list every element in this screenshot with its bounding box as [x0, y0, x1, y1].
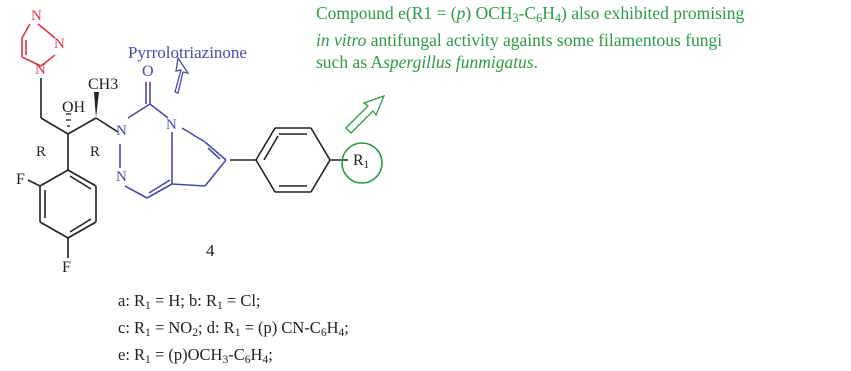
oh-label: OH [62, 99, 86, 116]
note-line-2: in vitro antifungal activity againts som… [316, 30, 723, 51]
stereo-r-right: R [90, 144, 101, 160]
r1-highlight-circle [341, 142, 383, 184]
triazole-n-right: N [54, 36, 65, 52]
oh-hashed-bond [66, 113, 71, 127]
skeleton-bonds [27, 78, 348, 258]
compound-number: 4 [206, 241, 215, 260]
note-line-1: Compound e(R1 = (p) OCH3-C6H4) also exhi… [316, 3, 745, 26]
note-line-3: such as Aspergillus funmigatus. [316, 52, 538, 73]
substituent-line-ab: a: R1 = H; b: R1 = Cl; [118, 291, 261, 312]
triazole-ring [21, 23, 56, 67]
substituent-line-cd: c: R1 = NO2; d: R1 = (p) CN-C6H4; [118, 317, 349, 339]
fluoro-bottom-label: F [62, 259, 71, 276]
triazole-n-top: N [31, 8, 42, 24]
antifungal-note: Compound e(R1 = (p) OCH3-C6H4) also exhi… [316, 2, 851, 73]
r1-label: R1 [353, 152, 370, 171]
ch3-label: CH3 [88, 76, 119, 93]
outline-arrow-blue [174, 56, 190, 94]
stereo-r-left: R [36, 144, 47, 160]
substituent-list: a: R1 = H; b: R1 = Cl; c: R1 = NO2; d: R… [118, 290, 349, 371]
pyrrolotriazinone-core [119, 82, 227, 199]
triazinone-n3: N [116, 169, 127, 185]
outline-arrow-green [345, 94, 386, 134]
carbonyl-o-label: O [142, 63, 154, 80]
methyl-wedge-bond [94, 92, 99, 118]
substituent-line-e: e: R1 = (p)OCH3-C6H4; [118, 344, 273, 366]
pyrrolotriazinone-label: Pyrrolotriazinone [128, 43, 247, 62]
triazinone-n1: N [116, 123, 127, 139]
fluoro-top-label: F [16, 171, 25, 188]
triazinone-n-bridge: N [166, 117, 177, 133]
triazole-n-bottom: N [35, 62, 46, 78]
